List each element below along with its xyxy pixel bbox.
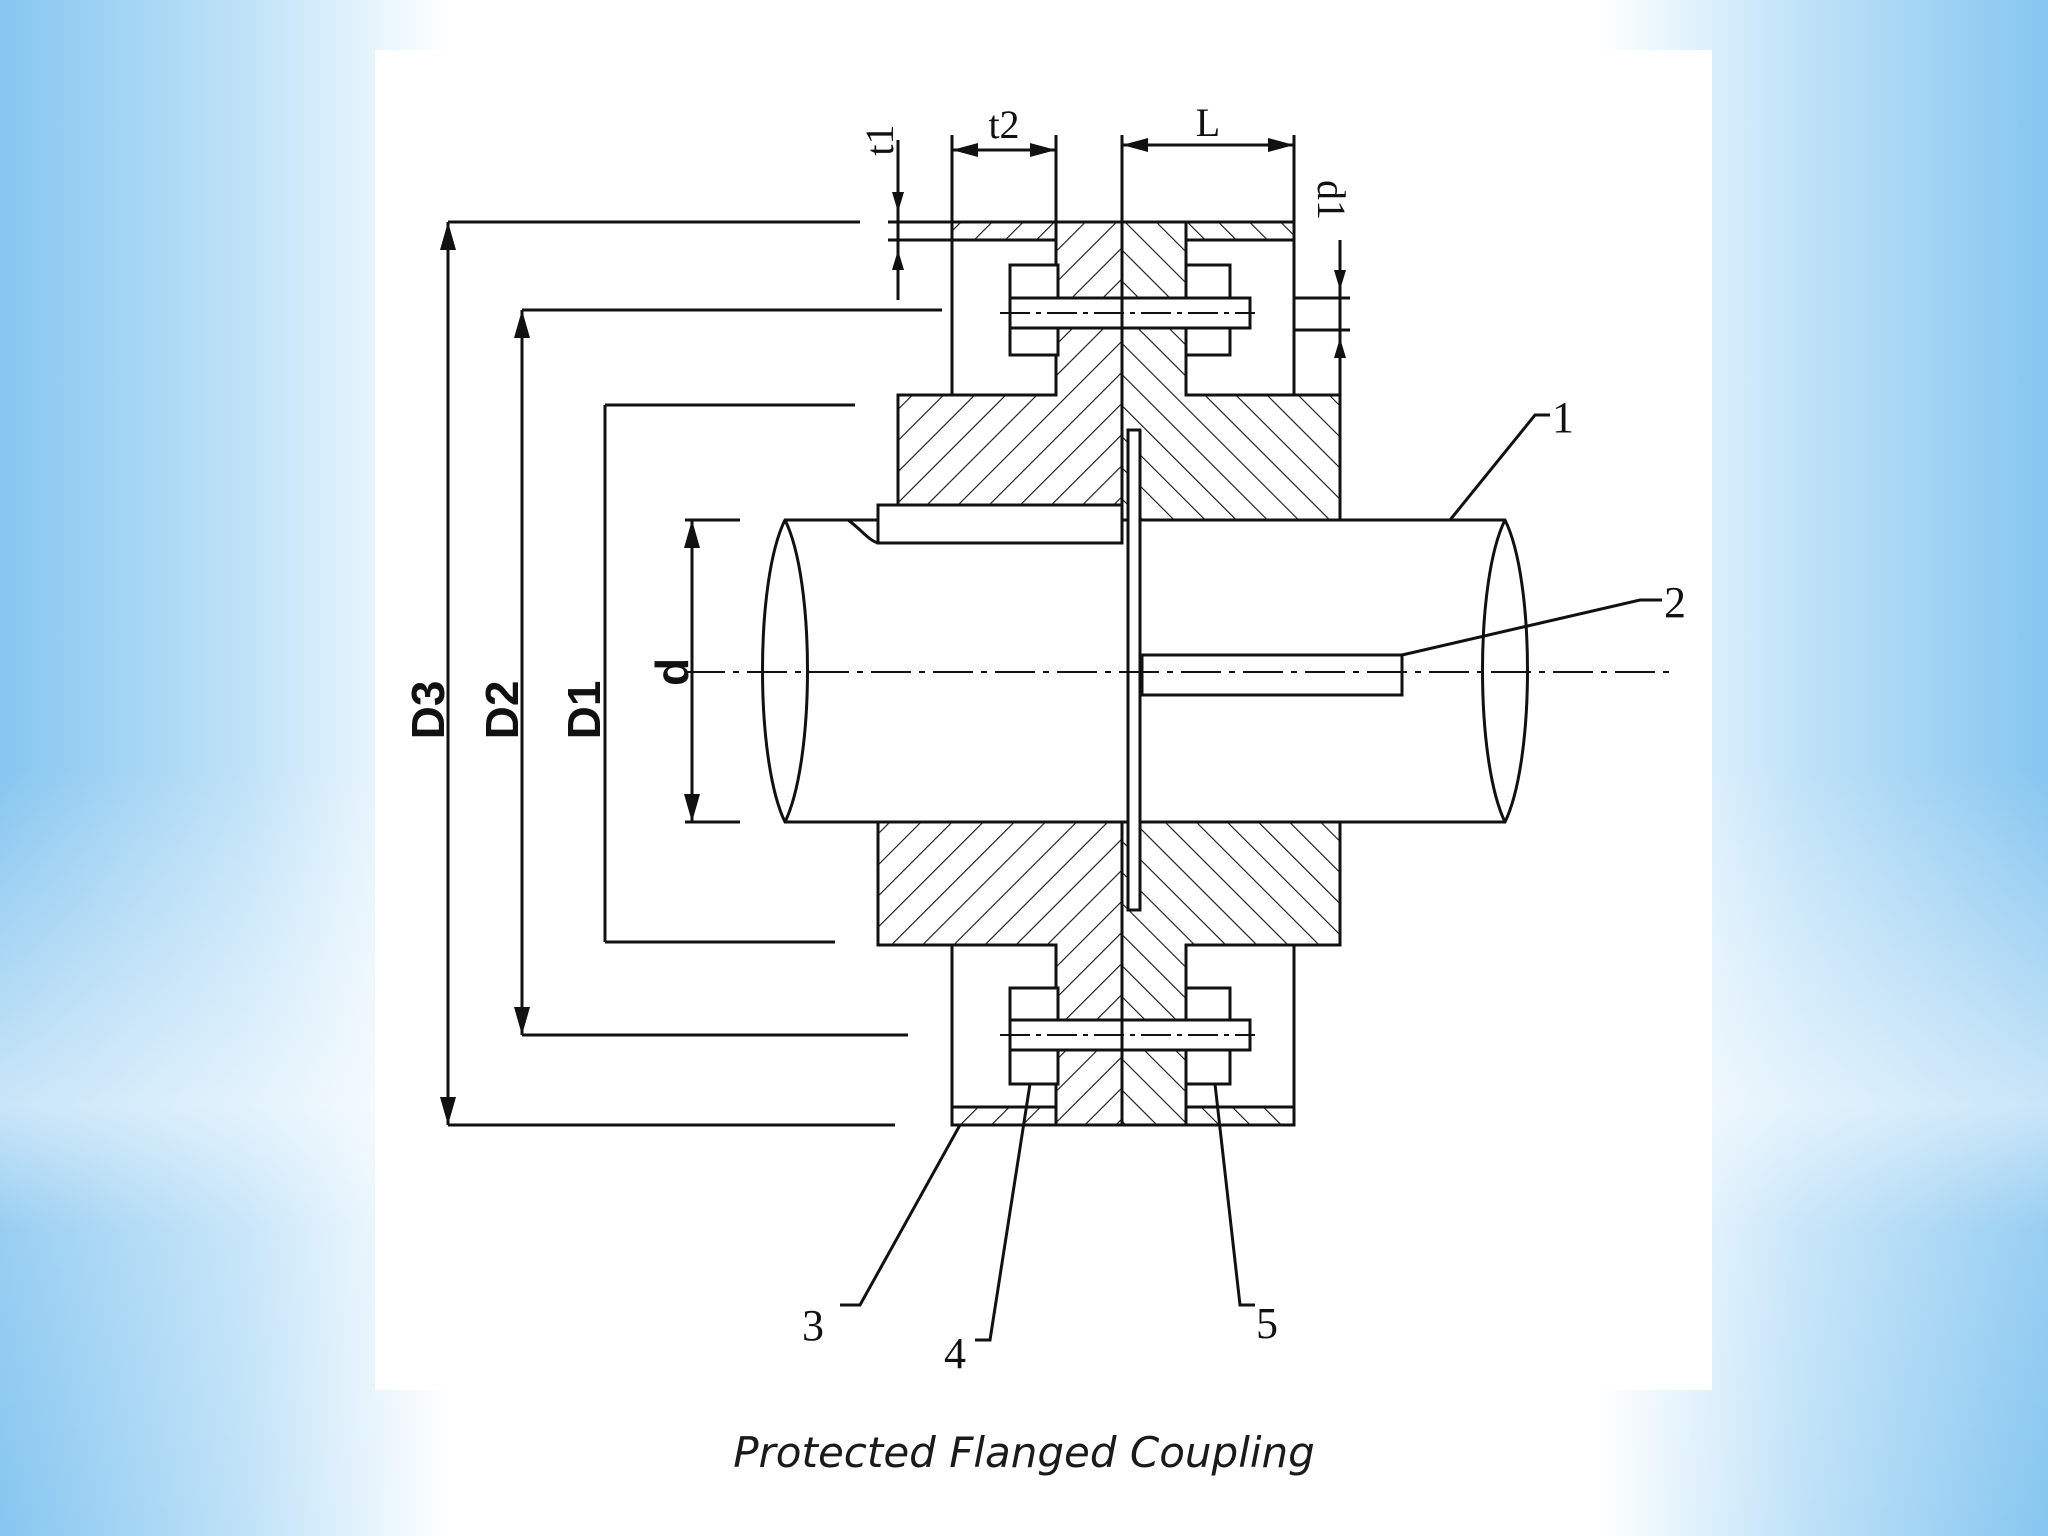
diagram-panel: D3 D2 D1 d t1 t2 L d1 1 2 3 4 5	[375, 50, 1712, 1390]
label-d1: D1	[558, 681, 610, 740]
part-label-1: 1	[1552, 393, 1574, 442]
right-rim-top	[1184, 220, 1296, 242]
label-d: d	[646, 658, 698, 686]
right-key	[1140, 653, 1404, 697]
part-label-2: 2	[1664, 578, 1686, 627]
label-t2: t2	[988, 102, 1019, 147]
coupling-diagram: D3 D2 D1 d t1 t2 L d1 1 2 3 4 5	[402, 100, 1686, 1378]
label-l: L	[1196, 100, 1220, 145]
left-key	[876, 503, 1124, 545]
label-d2: D2	[476, 681, 528, 740]
spigot-gap	[1126, 428, 1142, 912]
right-rim-bottom	[1184, 1105, 1296, 1127]
label-d1-small: d1	[1309, 180, 1354, 220]
label-d3: D3	[402, 681, 454, 740]
figure-caption: Protected Flanged Coupling	[733, 1428, 1315, 1477]
left-rim-top	[950, 220, 1058, 242]
left-rim-bottom	[950, 1105, 1058, 1127]
part-label-5: 5	[1256, 1299, 1278, 1348]
part-label-4: 4	[944, 1329, 966, 1378]
label-t1: t1	[857, 124, 902, 155]
part-label-3: 3	[802, 1301, 824, 1350]
